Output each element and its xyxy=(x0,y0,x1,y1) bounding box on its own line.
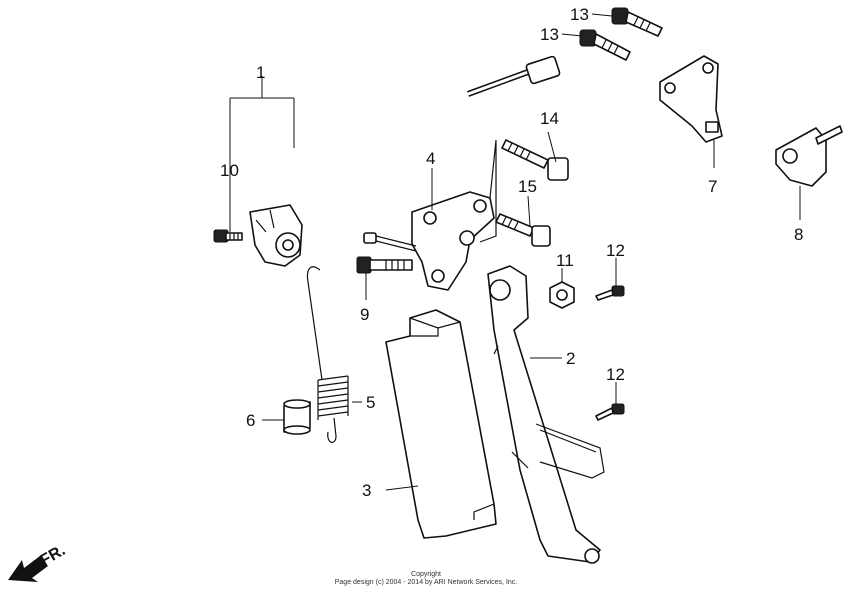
callout-9: 9 xyxy=(360,305,369,324)
part-bolt-9[interactable] xyxy=(356,232,417,274)
part-spring-5[interactable] xyxy=(306,266,349,443)
callout-14: 14 xyxy=(540,109,559,128)
part-sidestand-switch[interactable] xyxy=(249,55,561,267)
callout-11: 11 xyxy=(556,251,574,270)
callout-8: 8 xyxy=(794,225,803,244)
callout-3: 3 xyxy=(362,481,371,500)
callout-12-upper: 12 xyxy=(606,241,625,260)
callout-13-lower: 13 xyxy=(540,25,559,44)
callout-2: 2 xyxy=(566,349,575,368)
part-screw-12-lower[interactable] xyxy=(595,403,625,421)
part-plate-7[interactable] xyxy=(659,55,723,143)
callout-12-lower: 12 xyxy=(606,365,625,384)
leader-lines xyxy=(229,13,801,491)
callout-7: 7 xyxy=(708,177,717,196)
part-bolt-10[interactable] xyxy=(213,229,243,243)
copyright-label: Copyright xyxy=(411,571,441,578)
callout-6: 6 xyxy=(246,411,255,430)
part-bolt-13-lower[interactable] xyxy=(579,29,631,61)
part-cover-3[interactable] xyxy=(385,309,497,539)
callout-15: 15 xyxy=(518,177,537,196)
part-bolt-15[interactable] xyxy=(495,213,551,247)
callout-10: 10 xyxy=(220,161,239,180)
part-bushing-6[interactable] xyxy=(283,399,311,435)
part-nut-11[interactable] xyxy=(549,281,575,309)
part-bracket-4[interactable] xyxy=(411,139,497,291)
callout-13-upper: 13 xyxy=(570,5,589,24)
part-sidestand-2[interactable] xyxy=(487,265,605,564)
callout-5: 5 xyxy=(366,393,375,412)
callout-4: 4 xyxy=(426,149,435,168)
callout-1: 1 xyxy=(256,63,265,82)
part-plate-8[interactable] xyxy=(775,125,843,187)
copyright-text: Page design (c) 2004 - 2014 by ARI Netwo… xyxy=(335,579,518,586)
part-screw-12-upper[interactable] xyxy=(595,285,625,301)
part-bolt-13-upper[interactable] xyxy=(611,7,663,37)
part-bolt-14[interactable] xyxy=(501,139,569,181)
front-direction-arrow: FR. xyxy=(8,542,68,582)
